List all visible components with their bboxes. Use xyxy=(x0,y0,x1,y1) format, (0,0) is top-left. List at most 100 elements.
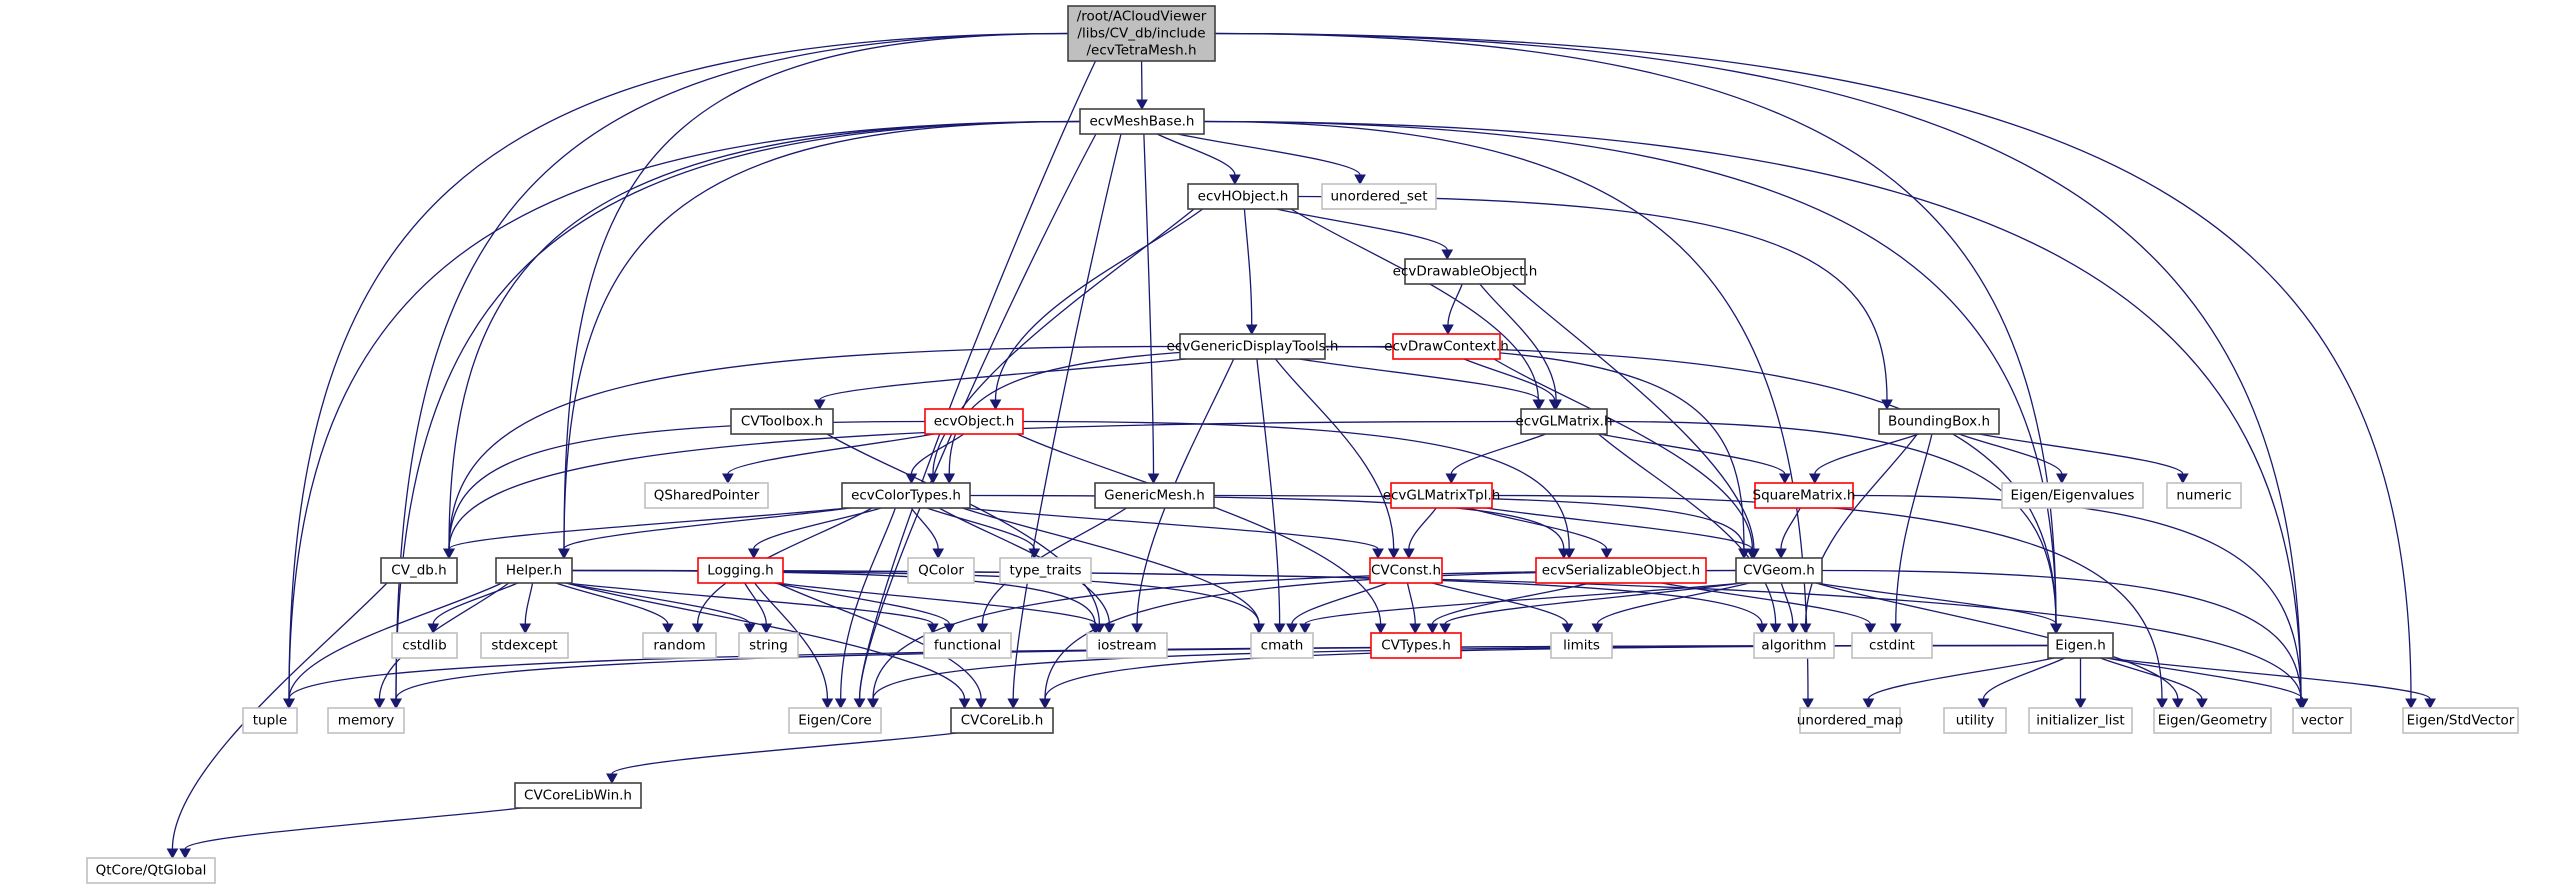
node-eigen-geometry[interactable]: Eigen/Geometry xyxy=(2153,707,2272,734)
edge-helper-to-string xyxy=(565,582,756,635)
node-eigen[interactable]: Eigen.h xyxy=(2047,632,2114,659)
arrowhead-icon xyxy=(1548,399,1561,411)
node-qshared-pointer[interactable]: QSharedPointer xyxy=(644,482,769,509)
edge-line xyxy=(776,582,1097,625)
arrowhead-icon xyxy=(1354,174,1366,186)
node-cmath[interactable]: cmath xyxy=(1250,632,1314,659)
node-ecv-tetra-mesh[interactable]: /root/ACloudViewer/libs/CV_db/include/ec… xyxy=(1067,5,1216,62)
node-box xyxy=(1369,557,1443,584)
node-ecv-color-types[interactable]: ecvColorTypes.h xyxy=(841,482,971,509)
node-box xyxy=(1535,557,1707,584)
node-eigen-std-vector[interactable]: Eigen/StdVector xyxy=(2402,707,2519,734)
node-string[interactable]: string xyxy=(738,632,799,659)
node-unordered-map[interactable]: unordered_map xyxy=(1797,707,1903,734)
node-unordered-set[interactable]: unordered_set xyxy=(1321,183,1437,210)
arrowhead-icon xyxy=(1769,623,1782,635)
node-eigen-eigenvalues[interactable]: Eigen/Eigenvalues xyxy=(2001,482,2144,509)
node-label: utility xyxy=(1956,713,1994,729)
node-ecv-serializable-object[interactable]: ecvSerializableObject.h xyxy=(1535,557,1707,584)
node-ecv-draw-context[interactable]: ecvDrawContext.h xyxy=(1384,333,1509,360)
node-ecv-mesh-base[interactable]: ecvMeshBase.h xyxy=(1079,108,1205,135)
edge-line xyxy=(932,208,1195,475)
edge-line xyxy=(1982,657,2065,700)
node-eigen-core[interactable]: Eigen/Core xyxy=(788,707,882,734)
node-ecv-hobject[interactable]: ecvHObject.h xyxy=(1187,183,1299,210)
edge-line xyxy=(1867,657,2055,700)
node-functional[interactable]: functional xyxy=(923,632,1012,659)
edge-eigen-to-utility xyxy=(1977,657,2065,710)
node-cvgeom[interactable]: CVGeom.h xyxy=(1735,557,1823,584)
node-logging[interactable]: Logging.h xyxy=(697,557,784,584)
node-cstdlib[interactable]: cstdlib xyxy=(391,632,458,659)
node-label: QColor xyxy=(918,563,964,579)
node-label: tuple xyxy=(253,713,287,729)
node-box xyxy=(1079,108,1205,135)
node-cvcore-lib-win[interactable]: CVCoreLibWin.h xyxy=(514,782,642,809)
node-cvtypes[interactable]: CVTypes.h xyxy=(1370,632,1462,659)
node-label: CVCoreLibWin.h xyxy=(524,788,632,804)
node-square-matrix[interactable]: SquareMatrix.h xyxy=(1753,482,1856,509)
node-label: Eigen/StdVector xyxy=(2407,713,2515,729)
node-tuple[interactable]: tuple xyxy=(242,707,298,734)
edge-line xyxy=(432,582,518,625)
node-numeric[interactable]: numeric xyxy=(2166,482,2242,509)
node-ecv-generic-display-tools[interactable]: ecvGenericDisplayTools.h xyxy=(1167,333,1339,360)
node-label: ecvObject.h xyxy=(934,414,1015,430)
node-ecv-glmatrix[interactable]: ecvGLMatrix.h xyxy=(1515,408,1613,435)
arrowhead-icon xyxy=(989,399,1002,411)
node-cvconst[interactable]: CVConst.h xyxy=(1369,557,1443,584)
arrowhead-icon xyxy=(1147,473,1160,485)
arrowhead-icon xyxy=(975,698,987,710)
edge-line xyxy=(1214,32,2057,625)
edge-line xyxy=(1431,582,1591,625)
node-memory[interactable]: memory xyxy=(327,707,405,734)
arrowhead-icon xyxy=(1286,623,1298,635)
node-initializer-list[interactable]: initializer_list xyxy=(2028,707,2133,734)
node-helper[interactable]: Helper.h xyxy=(495,557,573,584)
node-algorithm[interactable]: algorithm xyxy=(1753,632,1835,659)
arrowhead-icon xyxy=(1799,623,1812,635)
node-box xyxy=(242,707,298,734)
edge-cvgeom-to-eigen xyxy=(1815,582,2063,635)
edge-eigen-to-eigen-geometry xyxy=(2100,657,2208,710)
node-ecv-drawable-object[interactable]: ecvDrawableObject.h xyxy=(1393,258,1538,285)
node-stdexcept[interactable]: stdexcept xyxy=(480,632,569,659)
node-utility[interactable]: utility xyxy=(1943,707,2007,734)
node-bounding-box[interactable]: BoundingBox.h xyxy=(1878,408,2000,435)
node-box xyxy=(1094,482,1215,509)
arrowhead-icon xyxy=(958,698,971,710)
node-type-traits[interactable]: type_traits xyxy=(999,557,1092,584)
node-box xyxy=(642,632,717,659)
edge-line xyxy=(963,507,1379,550)
node-ecv-object[interactable]: ecvObject.h xyxy=(924,408,1024,435)
arrowhead-icon xyxy=(1862,698,1875,710)
node-label: memory xyxy=(338,713,394,729)
node-iostream[interactable]: iostream xyxy=(1086,632,1168,659)
node-random[interactable]: random xyxy=(642,632,717,659)
node-generic-mesh[interactable]: GenericMesh.h xyxy=(1094,482,1215,509)
node-cvcore-lib[interactable]: CVCoreLib.h xyxy=(950,707,1054,734)
node-box xyxy=(1179,333,1326,360)
node-cstdint[interactable]: cstdint xyxy=(1851,632,1933,659)
node-qcolor[interactable]: QColor xyxy=(907,557,975,584)
arrowhead-icon xyxy=(1441,249,1454,261)
node-cv-db[interactable]: CV_db.h xyxy=(380,557,458,584)
edge-generic-mesh-to-cvgeom xyxy=(1213,494,1750,560)
edge-helper-to-functional xyxy=(565,582,939,635)
node-label: ecvDrawContext.h xyxy=(1384,339,1509,355)
edge-line xyxy=(555,582,669,625)
node-ecv-glmatrix-tpl[interactable]: ecvGLMatrixTpl.h xyxy=(1383,482,1501,509)
node-box xyxy=(1390,482,1493,509)
node-limits[interactable]: limits xyxy=(1550,632,1613,659)
edge-line xyxy=(448,345,1181,550)
node-box xyxy=(1404,258,1526,285)
arrowhead-icon xyxy=(1007,698,1020,710)
edge-line xyxy=(2106,657,2431,700)
node-qt-core-qt-global[interactable]: QtCore/QtGlobal xyxy=(86,857,216,884)
node-label: GenericMesh.h xyxy=(1104,488,1205,504)
edge-line xyxy=(565,582,751,625)
node-cvtoolbox[interactable]: CVToolbox.h xyxy=(730,408,834,435)
edge-line xyxy=(926,507,1035,550)
node-vector[interactable]: vector xyxy=(2292,707,2352,734)
node-label: /root/ACloudViewer xyxy=(1077,9,1207,25)
